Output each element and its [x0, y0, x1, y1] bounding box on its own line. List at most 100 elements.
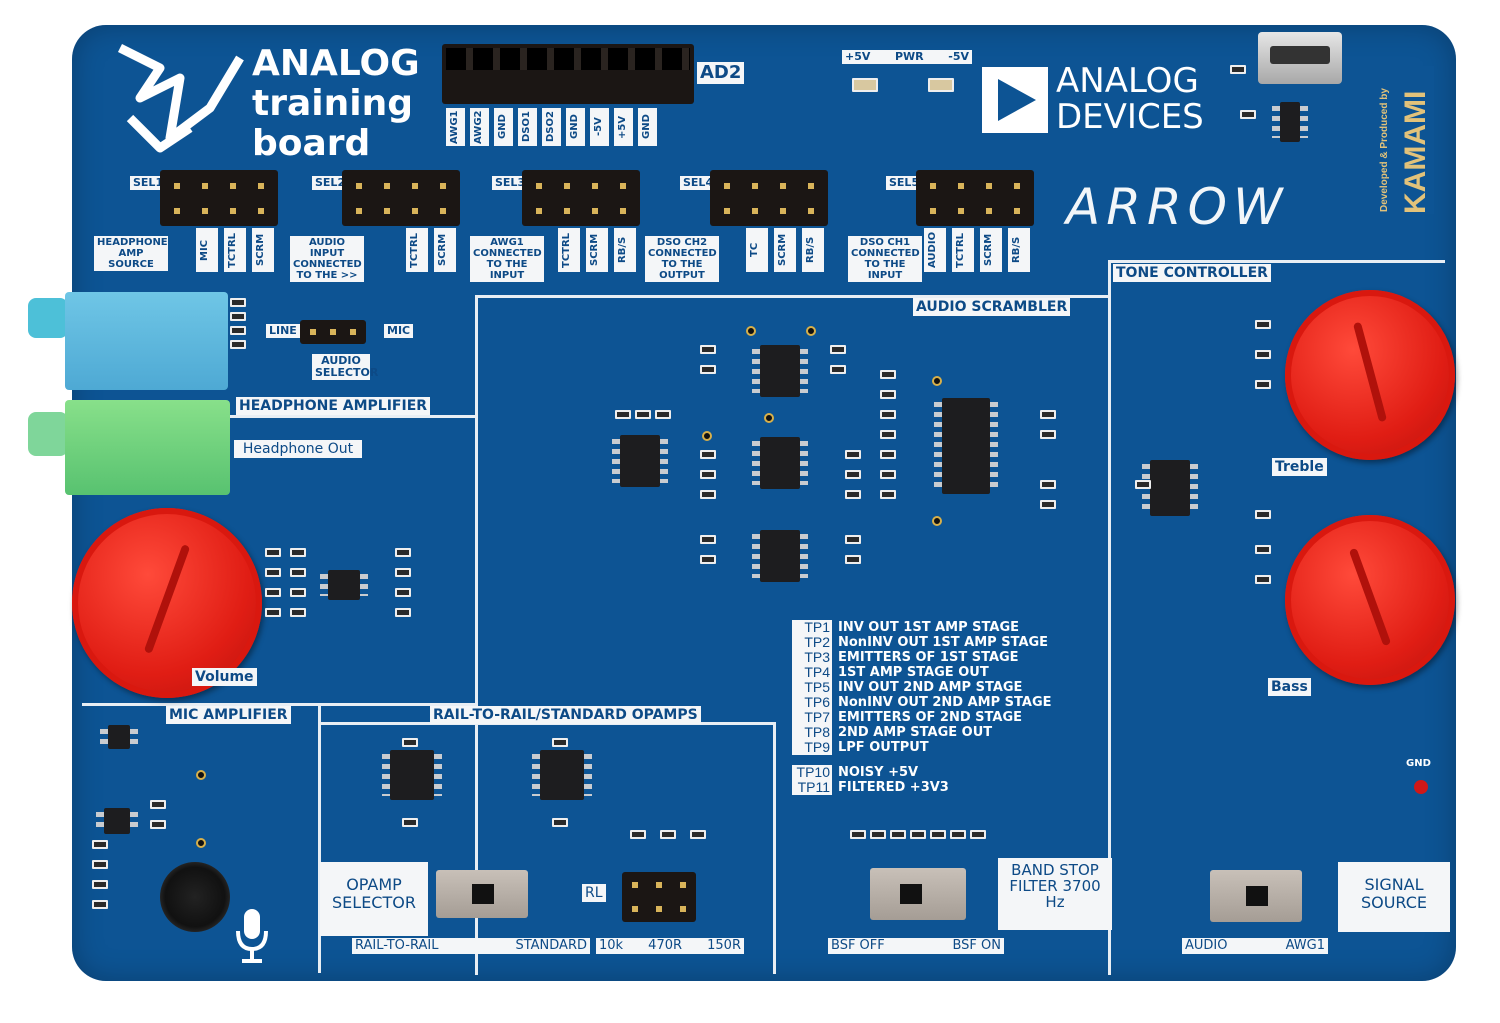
selector-header-sel3[interactable]	[522, 170, 640, 226]
smd-component	[830, 365, 846, 374]
smd-component	[150, 820, 166, 829]
volume-knob[interactable]	[72, 508, 262, 698]
ad2-connector[interactable]	[442, 44, 694, 104]
section-headphone-amplifier: HEADPHONE AMPLIFIER	[236, 397, 431, 415]
divider	[1108, 260, 1445, 263]
smd-component	[880, 390, 896, 399]
gnd-testpoint[interactable]	[1414, 780, 1428, 794]
selector-name: SEL5	[886, 176, 923, 190]
smd-component	[880, 430, 896, 439]
opamp-selector-switch[interactable]	[436, 870, 528, 918]
selector-header-sel1[interactable]	[160, 170, 278, 226]
divider	[475, 295, 1110, 298]
testpoint-description: NOISY +5V	[838, 765, 919, 780]
smd-component	[1255, 350, 1271, 359]
led-minus5v	[928, 78, 954, 92]
smd-component	[630, 830, 646, 839]
rl-470r: 470R	[648, 938, 683, 953]
line-label: LINE	[266, 324, 300, 338]
smd-component	[880, 490, 896, 499]
smd-component	[830, 345, 846, 354]
arrow-logo: ARROW	[1066, 178, 1289, 236]
selector-header-sel5[interactable]	[916, 170, 1034, 226]
testpoint-description: EMITTERS OF 1ST STAGE	[838, 650, 1019, 665]
smd-component	[1040, 500, 1056, 509]
band-stop-filter-label: BAND STOP FILTER 3700 Hz	[998, 858, 1112, 930]
pwr-label: PWR	[894, 50, 924, 63]
selector-description: DSO CH2 CONNECTED TO THE OUTPUT	[645, 236, 719, 282]
power-label: +5V PWR -5V	[842, 50, 972, 64]
headphone-out-jack[interactable]	[65, 400, 230, 495]
standard-label: STANDARD	[515, 938, 587, 953]
bass-knob[interactable]	[1285, 515, 1455, 685]
signal-source-label: SIGNAL SOURCE	[1338, 862, 1450, 932]
smd-component	[1040, 430, 1056, 439]
smd-component	[1135, 480, 1151, 489]
tp4[interactable]	[932, 376, 942, 386]
bsf-switch[interactable]	[870, 868, 966, 920]
smd-component	[845, 490, 861, 499]
smd-component	[700, 450, 716, 459]
tp8[interactable]	[932, 516, 942, 526]
opamp-chip	[752, 437, 808, 489]
audio-input-jack[interactable]	[65, 292, 228, 390]
bsf-options: BSF OFF BSF ON	[828, 938, 1004, 954]
smd-component	[290, 568, 306, 577]
analog-training-board-logo: ANALOG training board	[100, 38, 420, 168]
usb-connector[interactable]	[1258, 32, 1342, 84]
mic-chip	[96, 808, 138, 834]
smd-component	[395, 588, 411, 597]
selector-header-sel4[interactable]	[710, 170, 828, 226]
smd-component	[552, 818, 568, 827]
rl-jumper-header[interactable]	[622, 872, 696, 922]
plus5v-label: +5V	[845, 50, 871, 63]
chip	[1272, 102, 1308, 142]
smd-component	[880, 410, 896, 419]
selector-name: SEL3	[492, 176, 529, 190]
smd-component	[845, 450, 861, 459]
tp1[interactable]	[806, 326, 816, 336]
testpoint-description: NonINV OUT 2ND AMP STAGE	[838, 695, 1052, 710]
tp3[interactable]	[764, 413, 774, 423]
selector-name: SEL2	[312, 176, 349, 190]
tp10[interactable]	[196, 770, 206, 780]
ad2-label: AD2	[697, 62, 745, 84]
smd-component	[1040, 480, 1056, 489]
signal-source-switch[interactable]	[1210, 870, 1302, 922]
led-plus5v	[852, 78, 878, 92]
audio-selector-header[interactable]	[300, 320, 366, 344]
smd-component	[230, 312, 246, 321]
microphone	[160, 862, 230, 932]
smd-component	[395, 568, 411, 577]
smd-component	[1040, 410, 1056, 419]
smd-component	[92, 860, 108, 869]
logo-line1: ANALOG	[252, 43, 420, 84]
divider	[82, 703, 477, 706]
tp2[interactable]	[746, 326, 756, 336]
treble-knob[interactable]	[1285, 290, 1455, 460]
testpoint-id: TP10	[792, 765, 832, 780]
selector-pin-label: RB/S	[1008, 228, 1030, 272]
logo-mark-icon	[117, 43, 244, 153]
tp9[interactable]	[702, 431, 712, 441]
mic-chip	[100, 725, 138, 749]
pin-label: DSO2	[542, 108, 561, 146]
opamp-chip	[752, 345, 808, 397]
selector-pin-label: TCTRL	[558, 228, 580, 272]
opamp-selector-options: RAIL-TO-RAIL STANDARD	[352, 938, 590, 954]
pcb-board	[72, 25, 1456, 981]
smd-component	[870, 830, 886, 839]
volume-label: Volume	[192, 668, 257, 686]
smd-component	[845, 555, 861, 564]
testpoint-id: TP9	[792, 740, 832, 755]
smd-component	[950, 830, 966, 839]
selector-pin-label: TCTRL	[224, 228, 246, 272]
tp11[interactable]	[196, 838, 206, 848]
section-tone-controller: TONE CONTROLLER	[1113, 264, 1271, 282]
selector-header-sel2[interactable]	[342, 170, 460, 226]
smd-component	[700, 470, 716, 479]
rl-label: RL	[582, 884, 606, 902]
adi-line2: DEVICES	[1056, 97, 1204, 137]
smd-component	[615, 410, 631, 419]
smd-component	[1230, 65, 1246, 74]
